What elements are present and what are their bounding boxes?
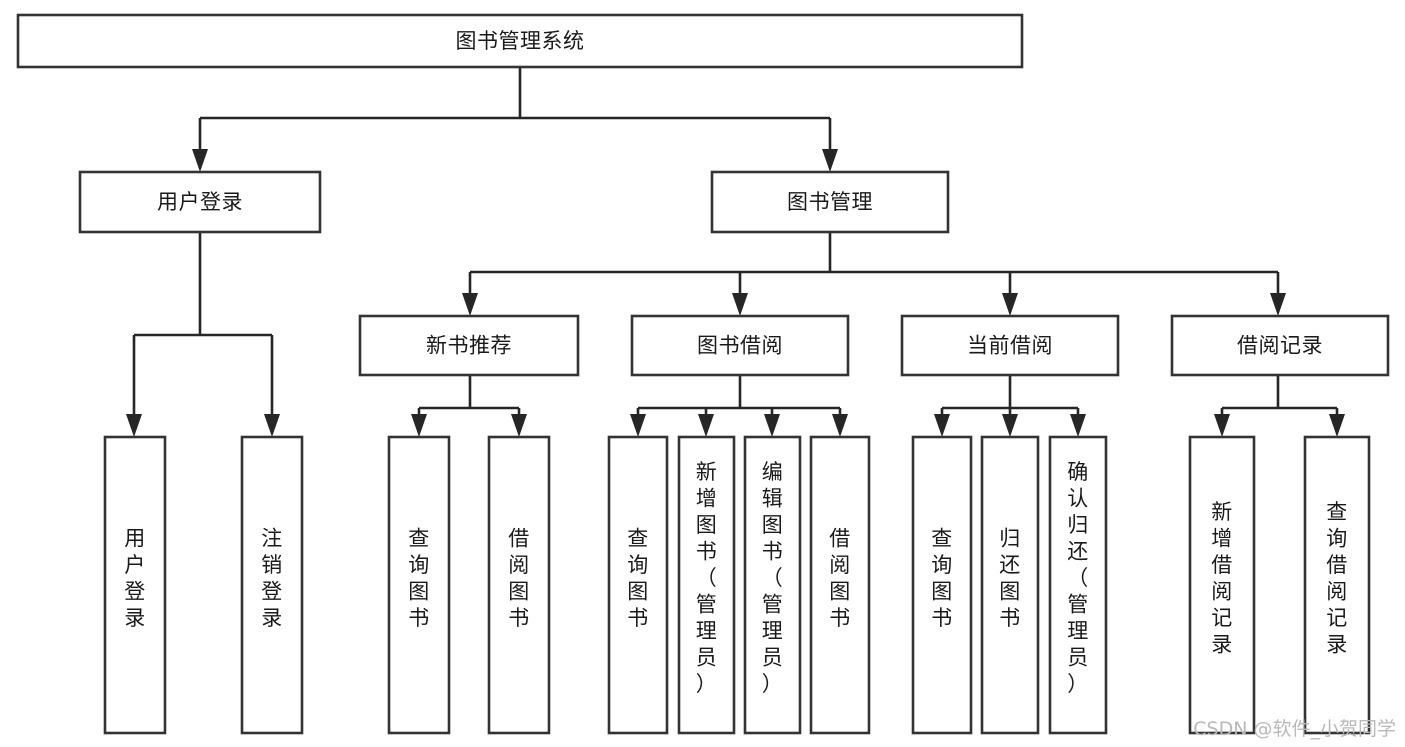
node-box[interactable] [16, 13, 1024, 69]
arrow-head-icon [1214, 414, 1230, 437]
node-box[interactable] [607, 435, 669, 735]
arrow-head-icon [732, 293, 748, 316]
node-label: 确认归还（管理员） [1067, 460, 1089, 696]
arrow-head-icon [462, 293, 478, 316]
node-box[interactable] [358, 314, 580, 377]
node-label: 查询借阅记录 [1326, 500, 1348, 657]
node-leaf-return-book[interactable]: 归还图书 [980, 435, 1040, 735]
node-label: 编辑图书（管理员） [762, 460, 784, 696]
node-borrow-record[interactable]: 借阅记录 [1170, 314, 1390, 377]
csdn-watermark: CSDN @软件_小贺同学 [1193, 718, 1396, 740]
edge-root-bus [192, 67, 838, 172]
node-leaf-user-logout[interactable]: 注销登录 [240, 435, 304, 735]
node-box[interactable] [1188, 435, 1256, 735]
node-label: 用户登录 [124, 526, 146, 630]
arrow-head-icon [698, 414, 714, 437]
node-label: 图书管理系统 [456, 29, 585, 53]
node-box[interactable] [630, 314, 850, 377]
node-box[interactable] [1303, 435, 1371, 735]
edge-recommend-children [411, 375, 527, 437]
node-label: 图书借阅 [697, 334, 783, 358]
node-label: 查询图书 [627, 526, 649, 630]
node-label: 查询图书 [931, 526, 953, 630]
arrow-head-icon [511, 414, 527, 437]
node-box[interactable] [911, 435, 973, 735]
connector-layer [126, 67, 1345, 437]
node-label: 新书推荐 [426, 334, 512, 358]
arrow-head-icon [832, 414, 848, 437]
node-user-login[interactable]: 用户登录 [78, 170, 322, 234]
node-leaf-borrow-book-recommend[interactable]: 借阅图书 [487, 435, 551, 735]
node-box[interactable] [1170, 314, 1390, 377]
arrow-head-icon [411, 414, 427, 437]
node-book-borrow[interactable]: 图书借阅 [630, 314, 850, 377]
edge-user-login-bus [126, 232, 280, 437]
node-label: 用户登录 [157, 190, 243, 214]
node-box[interactable] [980, 435, 1040, 735]
edge-root-bus-line [198, 67, 832, 150]
edge-current-children [934, 375, 1086, 437]
node-label: 当前借阅 [967, 334, 1053, 358]
arrow-head-icon [1329, 414, 1345, 437]
node-label: 新增借阅记录 [1211, 500, 1233, 657]
edge-borrow-children-line [636, 375, 842, 415]
node-leaf-user-login[interactable]: 用户登录 [103, 435, 167, 735]
node-box[interactable] [240, 435, 304, 735]
node-leaf-add-book[interactable]: 新增图书（管理员） [677, 435, 736, 735]
node-layer: 图书管理系统用户登录图书管理新书推荐图书借阅当前借阅借阅记录用户登录注销登录查询… [16, 13, 1390, 735]
arrow-head-icon [1270, 293, 1286, 316]
node-box[interactable] [743, 435, 802, 735]
node-leaf-edit-book[interactable]: 编辑图书（管理员） [743, 435, 802, 735]
node-new-book-recommend[interactable]: 新书推荐 [358, 314, 580, 377]
node-box[interactable] [387, 435, 451, 735]
edge-record-children [1214, 375, 1345, 437]
node-box[interactable] [809, 435, 871, 735]
arrow-head-icon [630, 414, 646, 437]
edge-user-login-bus-line [132, 232, 274, 415]
node-label: 图书管理 [787, 190, 873, 214]
arrow-head-icon [192, 149, 208, 172]
node-box[interactable] [710, 170, 950, 234]
node-leaf-borrow-book[interactable]: 借阅图书 [809, 435, 871, 735]
node-label: 新增图书（管理员） [696, 460, 718, 696]
node-leaf-confirm-return[interactable]: 确认归还（管理员） [1048, 435, 1108, 735]
node-box[interactable] [103, 435, 167, 735]
node-book-management[interactable]: 图书管理 [710, 170, 950, 234]
node-box[interactable] [1048, 435, 1108, 735]
arrow-head-icon [1002, 293, 1018, 316]
node-leaf-query-book-recommend[interactable]: 查询图书 [387, 435, 451, 735]
node-leaf-query-book-current[interactable]: 查询图书 [911, 435, 973, 735]
edge-book-management-bus [462, 232, 1286, 316]
node-leaf-query-book-borrow[interactable]: 查询图书 [607, 435, 669, 735]
arrow-head-icon [764, 414, 780, 437]
node-box[interactable] [900, 314, 1120, 377]
arrow-head-icon [126, 414, 142, 437]
arrow-head-icon [1002, 414, 1018, 437]
node-label: 借阅图书 [829, 526, 851, 630]
node-label: 注销登录 [261, 526, 283, 630]
arrow-head-icon [1070, 414, 1086, 437]
arrow-head-icon [264, 414, 280, 437]
node-root[interactable]: 图书管理系统 [16, 13, 1024, 69]
node-current-borrow[interactable]: 当前借阅 [900, 314, 1120, 377]
node-leaf-add-borrow-record[interactable]: 新增借阅记录 [1188, 435, 1256, 735]
arrow-head-icon [822, 149, 838, 172]
node-label: 借阅图书 [508, 526, 530, 630]
edge-book-management-bus-line [468, 232, 1280, 295]
arrow-head-icon [934, 414, 950, 437]
node-leaf-query-borrow-record[interactable]: 查询借阅记录 [1303, 435, 1371, 735]
node-box[interactable] [487, 435, 551, 735]
node-label: 归还图书 [999, 526, 1021, 630]
node-label: 借阅记录 [1237, 334, 1323, 358]
edge-recommend-children-line [417, 375, 521, 415]
node-box[interactable] [677, 435, 736, 735]
edge-record-children-line [1220, 375, 1339, 415]
node-box[interactable] [78, 170, 322, 234]
edge-current-children-line [940, 375, 1080, 415]
edge-borrow-children [630, 375, 848, 437]
node-label: 查询图书 [408, 526, 430, 630]
